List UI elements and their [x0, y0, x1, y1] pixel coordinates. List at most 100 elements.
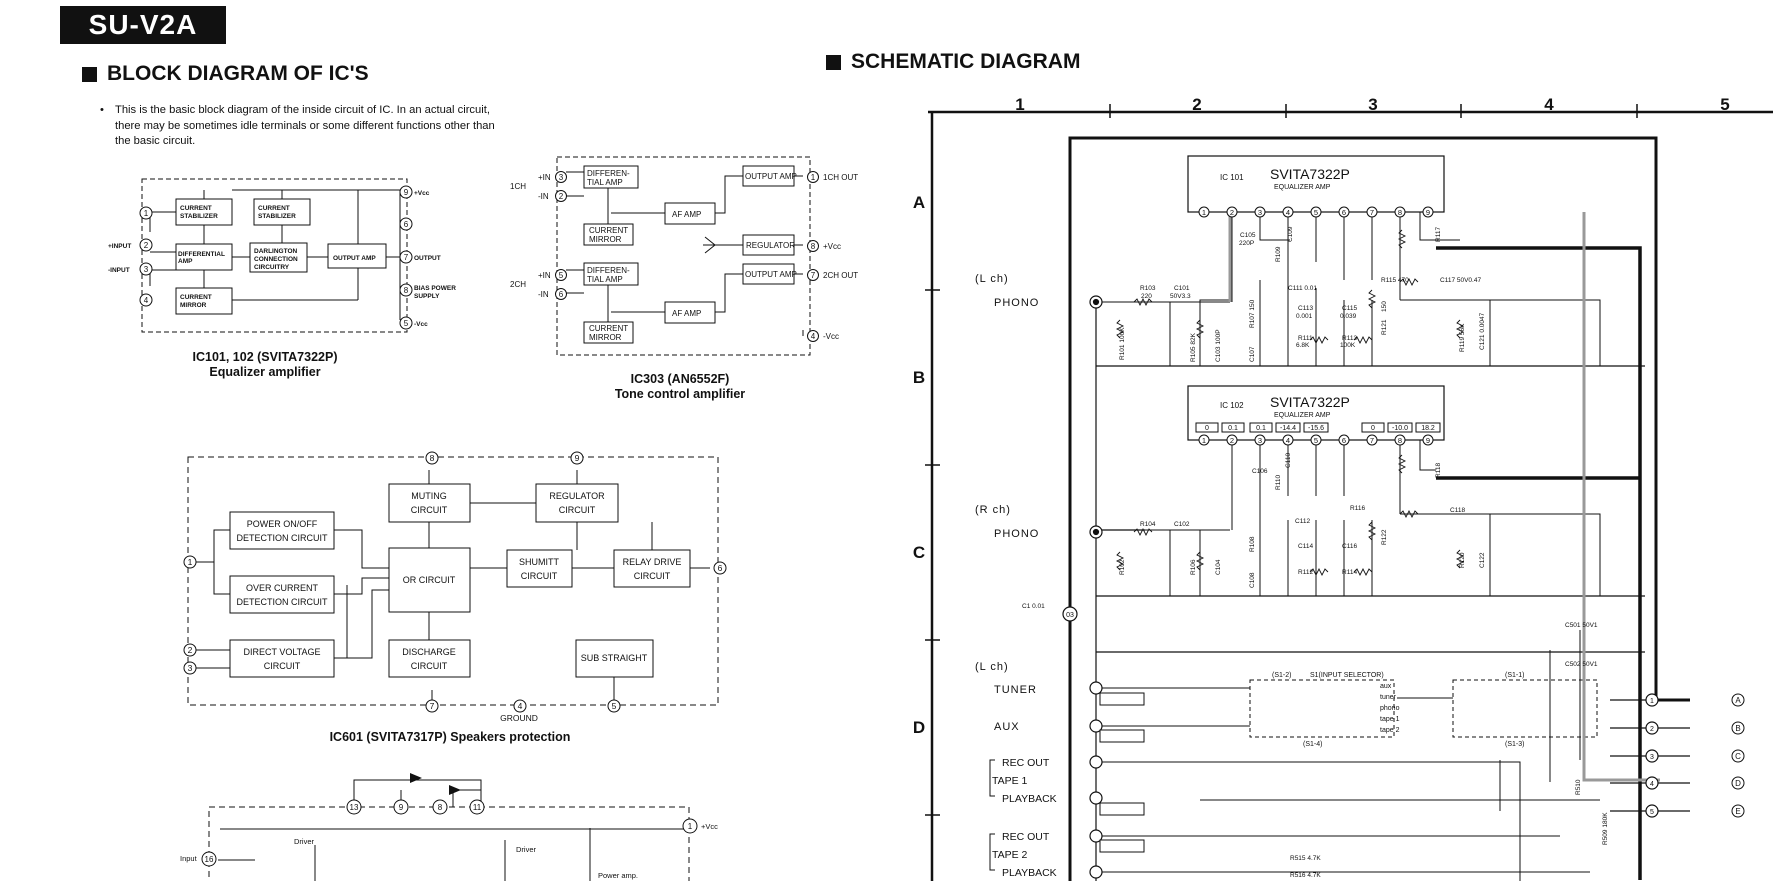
- ic101-stab2-l1: CURRENT: [258, 205, 290, 212]
- block-diagrams: 1 2 3 4 5 6 7 8 9 CURRENT STABILIZER CUR…: [108, 156, 858, 881]
- ic101-bias1: BIAS POWER: [414, 285, 456, 292]
- ic303-diff1-l2: TIAL AMP: [587, 178, 623, 187]
- sch-ic102-part: SVITA7322P: [1270, 394, 1350, 410]
- bullet-icon: •: [100, 104, 104, 116]
- sch-c117: C117 50V0.47: [1440, 277, 1481, 284]
- ic601-dv-l1: DIRECT VOLTAGE: [243, 647, 320, 657]
- svg-text:4: 4: [1286, 208, 1290, 217]
- sch-r109: R109: [1275, 246, 1282, 262]
- ic303-pin-5: [555, 269, 567, 281]
- sch-lch-2: (L ch): [975, 661, 1009, 673]
- ic303-minus-vcc: -Vcc: [823, 332, 839, 341]
- sch-r122: R122: [1381, 529, 1388, 545]
- ic303-pin-7-label: 7: [811, 271, 816, 280]
- sch-ic102-v3: 0.1: [1256, 425, 1266, 432]
- sch-r104: R104: [1140, 521, 1156, 528]
- ic303-reg-label: REGULATOR: [746, 241, 795, 250]
- ic601-pin-4-label: 4: [518, 701, 523, 711]
- ic601-pin-5: [607, 699, 621, 713]
- sch-ic102-body: [1187, 385, 1445, 441]
- sch-phono-1: PHONO: [994, 297, 1039, 309]
- ic303-diff1-l1: DIFFEREN-: [587, 169, 630, 178]
- svg-text:4: 4: [1286, 436, 1290, 445]
- svg-text:7: 7: [1370, 208, 1374, 217]
- icpower-input: Input: [180, 854, 198, 863]
- icpower-pin-11-label: 11: [473, 803, 482, 812]
- sch-c502: C502 50V1: [1565, 661, 1598, 668]
- ic601-pin-9-label: 9: [575, 453, 580, 463]
- sch-out-pin-2: 2: [1650, 726, 1654, 733]
- sch-ic102-v2: 0.1: [1228, 425, 1238, 432]
- sch-s1-4: (S1-4): [1303, 741, 1322, 748]
- sch-c1: C1 0.01: [1022, 603, 1045, 610]
- sch-out-letter-b: B: [1735, 724, 1740, 733]
- ic303-diff2-l2: TIAL AMP: [587, 275, 623, 284]
- sch-r150: 150: [1381, 301, 1388, 312]
- ic303-diff2-l1: DIFFEREN-: [587, 266, 630, 275]
- sch-c101v: 50V3.3: [1170, 293, 1191, 300]
- intro-note: • This is the basic block diagram of the…: [100, 103, 495, 150]
- sch-ic102-v6: 0: [1371, 425, 1375, 432]
- sch-ic101-body: [1187, 155, 1445, 213]
- title-square-icon: [826, 54, 841, 70]
- sch-c101: C101: [1174, 285, 1190, 292]
- sch-r509: R509 180K: [1602, 812, 1609, 845]
- ic101-out-label: OUTPUT AMP: [333, 255, 376, 262]
- ic601-block-over: [229, 575, 335, 614]
- ic601-power-l2: DETECTION CIRCUIT: [237, 533, 329, 543]
- sch-sel-aux: aux: [1380, 683, 1392, 690]
- ic303-plus-in-2: +IN: [538, 271, 551, 280]
- ic101-outline: [141, 178, 408, 333]
- model-label: SU-V2A: [60, 6, 226, 44]
- svg-text:9: 9: [1426, 208, 1430, 217]
- sch-r114: R114: [1342, 569, 1357, 576]
- ic303-pin-8-label: 8: [811, 242, 816, 251]
- ic601-pin-3: [183, 661, 197, 675]
- sch-c108: C108: [1249, 572, 1256, 588]
- icpower-pin-9-label: 9: [399, 803, 404, 812]
- ic303-1ch: 1CH: [510, 182, 526, 191]
- svg-text:3: 3: [1258, 208, 1262, 217]
- ic303-pin-5-label: 5: [559, 271, 564, 280]
- sch-col-4: 4: [1544, 95, 1554, 114]
- svg-text:8: 8: [1398, 208, 1402, 217]
- sch-ic101-desc: EQUALIZER AMP: [1274, 184, 1331, 191]
- svg-text:5: 5: [1314, 436, 1318, 445]
- ic601-block-dv: [229, 639, 335, 678]
- ic601-block-dis: [388, 639, 471, 678]
- ic601-dv-l2: CIRCUIT: [264, 661, 301, 671]
- ic101-pin-5: [399, 316, 413, 330]
- sch-col-3: 3: [1368, 95, 1377, 114]
- sch-c105: C105: [1240, 232, 1256, 239]
- ic101-minus-input: -INPUT: [108, 267, 130, 274]
- ic101-pin-9-label: 9: [404, 188, 409, 197]
- sch-r110: R110: [1275, 475, 1282, 490]
- ic303-block-diff1: [583, 165, 639, 189]
- sch-s1-1: (S1-1): [1505, 672, 1524, 679]
- title-square-icon: [82, 66, 97, 82]
- ic303-block-diff2: [583, 262, 639, 286]
- ic101-pin-7-label: 7: [404, 253, 409, 262]
- intro-note-text: This is the basic block diagram of the i…: [115, 104, 495, 147]
- sch-col-5: 5: [1720, 95, 1729, 114]
- ic101-block-out: [327, 243, 387, 269]
- icpower-driver-1: Driver: [294, 837, 315, 846]
- ic601-pin-8: [425, 451, 439, 465]
- ic601-power-l1: POWER ON/OFF: [247, 519, 318, 529]
- ic601-pin-2-label: 2: [188, 645, 193, 655]
- ic601-caption: IC601 (SVITA7317P) Speakers protection: [329, 730, 571, 744]
- sch-ic101-part: SVITA7322P: [1270, 166, 1350, 182]
- sch-r113v: 100K: [1340, 342, 1356, 349]
- diode-icon: [449, 785, 461, 795]
- ic601-pin-9: [570, 451, 584, 465]
- sch-r103v: 220: [1141, 293, 1152, 300]
- ic303-pin-6: [555, 288, 567, 300]
- ic303-2ch: 2CH: [510, 280, 526, 289]
- ic101-pin-2-label: 2: [144, 241, 149, 250]
- ic101-pin-9: [399, 185, 413, 199]
- ic601-over-l2: DETECTION CIRCUIT: [237, 597, 329, 607]
- ic101-output: OUTPUT: [414, 255, 441, 262]
- sch-ic102-v5: -15.6: [1308, 425, 1324, 432]
- icpower-pin-16-label: 16: [205, 855, 214, 864]
- ic601-pin-1-label: 1: [188, 557, 193, 567]
